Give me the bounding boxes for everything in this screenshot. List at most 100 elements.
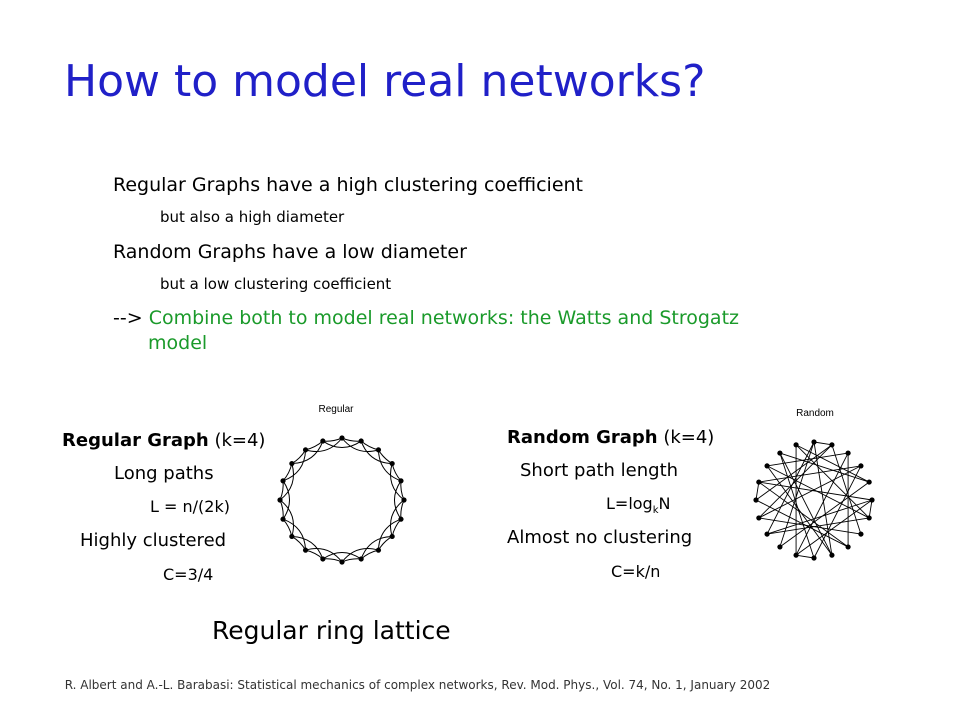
combine-text: Combine both to model real networks: the… [148,307,739,329]
random-edge [758,481,849,548]
lattice-node [389,460,395,467]
lattice-node [339,559,345,565]
random-edge [813,441,833,556]
lattice-node [277,497,283,503]
bullet-random-graphs: Random Graphs have a low diameter [113,241,467,263]
random-edge [758,465,861,483]
random-edge [758,517,861,535]
regular-clustering-value: C=3/4 [163,565,214,584]
lattice-edge [360,440,393,465]
lattice-edge [322,440,362,449]
regular-ring-nodes [277,435,407,565]
random-edge [813,465,862,559]
lattice-node [375,547,382,553]
random-edge [755,482,760,501]
random-edge [767,452,849,467]
random-node [777,544,783,550]
random-edge [766,441,815,535]
regular-graph-heading: Regular Graph (k=4) [62,430,265,451]
lattice-edge [391,518,402,537]
bullet-regular-graphs: Regular Graphs have a high clustering co… [113,174,584,196]
lattice-node [320,556,326,562]
random-path-formula-log: L=log [606,494,653,513]
combine-text-wrap: model [148,332,208,354]
subbullet-high-diameter: but also a high diameter [160,208,345,226]
lattice-edge [305,547,343,563]
random-node [777,450,783,456]
random-edge [796,554,815,559]
lattice-edge [279,499,295,537]
random-edge [766,499,873,535]
lattice-node [401,497,407,503]
random-node [858,463,864,469]
random-edge [779,452,815,559]
regular-graph-heading-k: (k=4) [208,430,266,451]
regular-prop-clustered: Highly clustered [80,530,227,551]
random-edge [795,452,849,556]
lattice-edge [389,463,405,501]
random-node [756,479,762,485]
random-node [764,463,770,469]
lattice-edge [282,518,307,551]
bullet-combine: --> Combine both to model real networks:… [113,307,739,329]
lattice-edge [305,437,343,453]
random-node [753,497,759,503]
lattice-edge [291,535,324,560]
regular-ring-edges [279,437,405,563]
random-edge [795,499,873,556]
lattice-node [358,556,364,562]
lattice-node [289,533,295,540]
random-edge [755,499,849,548]
slide-title: How to model real networks? [64,56,706,107]
random-edge [767,517,870,535]
random-edge [868,499,873,518]
random-node [845,450,851,456]
random-path-formula-n: N [658,494,671,513]
lattice-edge [360,440,379,451]
random-edge [758,465,862,519]
random-node [858,531,864,537]
lattice-edge [389,499,405,537]
random-edge [779,452,833,556]
lattice-edge [341,437,379,453]
lattice-node [339,435,345,441]
random-node [866,515,872,521]
random-path-formula-base: k [652,505,659,517]
lattice-node [398,478,404,484]
random-node [845,544,851,550]
regular-prop-long-paths: Long paths [114,463,214,484]
random-path-formula: L=logkN [606,494,670,516]
lattice-edge [282,518,293,537]
lattice-node [358,438,364,444]
random-node [793,442,799,448]
random-node [869,497,875,503]
lattice-edge [282,463,293,482]
random-node [811,555,817,561]
random-edge [766,465,833,556]
lattice-edge [360,535,393,560]
lattice-node [375,447,382,453]
citation-reference: R. Albert and A.-L. Barabasi: Statistica… [64,678,771,692]
lattice-edge [279,463,295,501]
random-prop-no-clustering: Almost no clustering [507,527,693,548]
random-node [756,515,762,521]
random-edge [813,441,832,446]
lattice-node [302,447,309,453]
random-edge [831,444,862,535]
random-node [829,442,835,448]
random-graph-edges [755,441,873,559]
random-graph-heading-k: (k=4) [657,427,715,448]
lattice-edge [360,549,379,560]
random-node [811,439,817,445]
ring-lattice-caption: Regular ring lattice [212,616,451,645]
random-node [829,552,835,558]
random-edge [795,444,870,519]
regular-ring-figure: Regular [277,404,407,565]
random-clustering-value: C=k/n [611,562,661,581]
lattice-edge [305,440,324,451]
random-edge [779,481,870,548]
random-graph-heading: Random Graph (k=4) [507,427,714,448]
random-edge [766,465,870,519]
lattice-node [320,438,326,444]
lattice-edge [305,549,324,560]
